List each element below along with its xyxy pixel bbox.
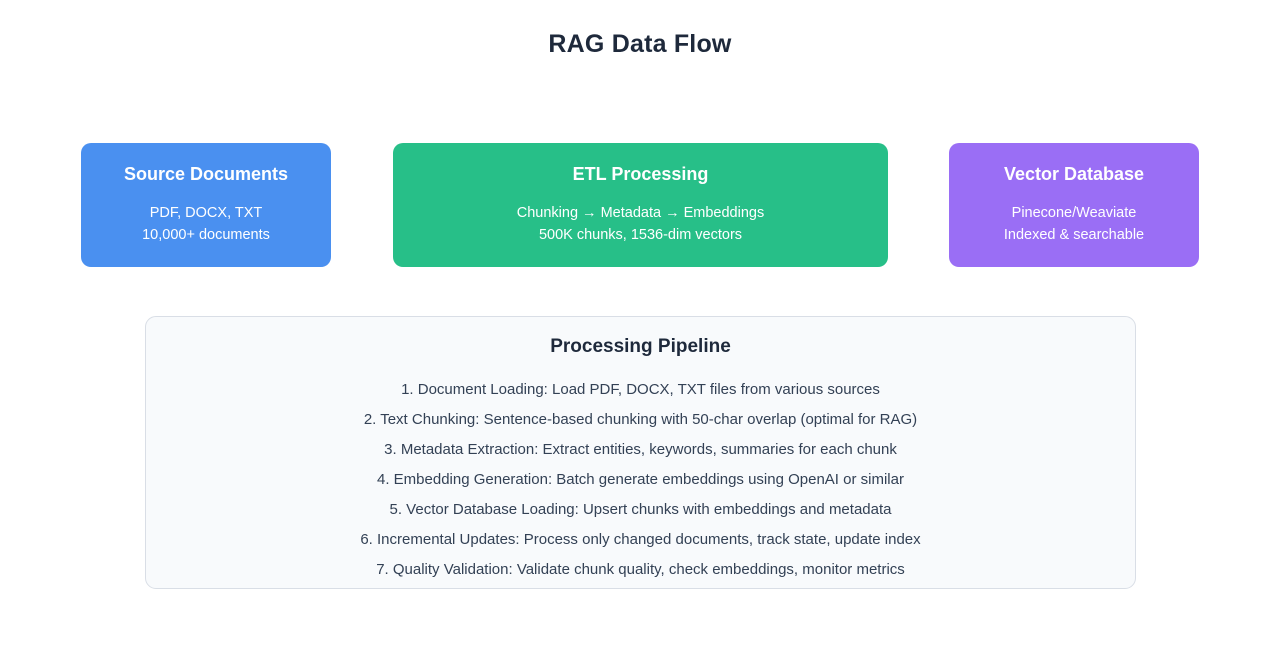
pipeline-step-item: 6. Incremental Updates: Process only cha… <box>360 530 921 548</box>
flow-box-title: Source Documents <box>123 164 289 185</box>
flow-box-detail-secondary: 10,000+ documents <box>142 227 270 244</box>
flow-box-title: Vector Database <box>1003 164 1145 185</box>
pipeline-step-item: 7. Quality Validation: Validate chunk qu… <box>376 560 905 578</box>
pipeline-step-list: 1. Document Loading: Load PDF, DOCX, TXT… <box>146 374 1135 584</box>
flow-box-source-documents[interactable]: Source Documents PDF, DOCX, TXT 10,000+ … <box>81 143 331 267</box>
flow-row: Source Documents PDF, DOCX, TXT 10,000+ … <box>0 143 1280 358</box>
flow-box-detail-secondary: Indexed & searchable <box>1003 227 1145 244</box>
flow-box-detail-primary: Pinecone/Weaviate <box>1011 204 1137 221</box>
page-title: RAG Data Flow <box>548 30 732 58</box>
flow-box-vector-database[interactable]: Vector Database Pinecone/Weaviate Indexe… <box>949 143 1199 267</box>
pipeline-step-item: 1. Document Loading: Load PDF, DOCX, TXT… <box>401 380 880 398</box>
flow-box-etl-processing[interactable]: ETL Processing Chunking → Metadata → Emb… <box>393 143 888 267</box>
processing-pipeline-panel: Processing Pipeline 1. Document Loading:… <box>145 316 1136 589</box>
pipeline-step-item: 2. Text Chunking: Sentence-based chunkin… <box>363 410 918 428</box>
pipeline-panel-title: Processing Pipeline <box>550 336 731 357</box>
pipeline-step-item: 5. Vector Database Loading: Upsert chunk… <box>389 500 892 518</box>
flow-box-detail-primary: Chunking → Metadata → Embeddings <box>516 204 765 221</box>
pipeline-step-item: 4. Embedding Generation: Batch generate … <box>377 470 904 488</box>
flow-box-detail-primary: PDF, DOCX, TXT <box>149 204 263 221</box>
flow-box-title: ETL Processing <box>572 164 709 185</box>
pipeline-step-item: 3. Metadata Extraction: Extract entities… <box>384 440 897 458</box>
flow-box-detail-secondary: 500K chunks, 1536-dim vectors <box>538 227 743 244</box>
